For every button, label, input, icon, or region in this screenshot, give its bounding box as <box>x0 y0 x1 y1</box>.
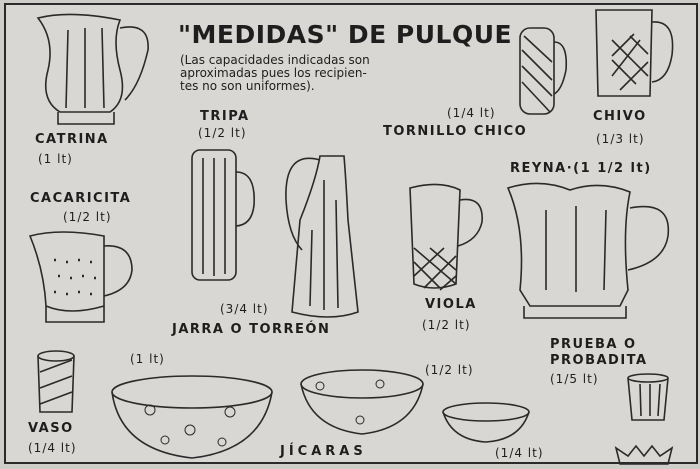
jicara-small-illustration <box>442 402 530 443</box>
tornillo-chico-illustration <box>519 27 568 115</box>
capacity-note: (Las capacidades indicadas son aproximad… <box>180 54 480 93</box>
tripa-label: TRIPA <box>200 109 250 124</box>
jicara-medium-illustration <box>300 369 424 435</box>
tripa-mug-illustration <box>191 149 255 281</box>
prueba-capacity: (1/5 lt) <box>550 372 599 386</box>
jicara-large-illustration <box>111 375 273 459</box>
reyna-pitcher-illustration <box>506 182 670 319</box>
page-frame <box>4 3 698 464</box>
viola-label: VIOLA <box>425 297 477 312</box>
note-line: tes no son uniformes). <box>180 79 315 93</box>
catrina-pitcher-illustration <box>36 13 149 125</box>
page-title: "MEDIDAS" DE PULQUE <box>178 20 513 49</box>
chivo-capacity: (1/3 lt) <box>596 132 645 146</box>
reyna-label: REYNA·(1 1/2 lt) <box>510 161 652 176</box>
chivo-label: CHIVO <box>593 109 647 124</box>
viola-pitcher-illustration <box>409 183 483 291</box>
tornillo-chico-label: TORNILLO CHICO <box>383 124 528 139</box>
jicara-medium-capacity: (1/2 lt) <box>425 363 474 377</box>
jarra-capacity: (3/4 lt) <box>220 302 269 316</box>
jarra-torreon-illustration <box>285 155 359 318</box>
tornillo-chico-capacity: (1/4 lt) <box>447 106 496 120</box>
jarra-torreon-label: JARRA O TORREÓN <box>172 322 331 337</box>
jicara-small-capacity: (1/4 lt) <box>495 446 544 460</box>
cacaricita-pitcher-illustration <box>28 231 133 323</box>
catrina-capacity: (1 lt) <box>38 152 73 166</box>
vaso-label: VASO <box>28 421 74 436</box>
probadita-label: PROBADITA <box>550 353 648 368</box>
vaso-glass-illustration <box>37 350 75 413</box>
note-line: (Las capacidades indicadas son <box>180 53 370 67</box>
jicaras-label: JÍCARAS <box>280 444 367 459</box>
cacaricita-capacity: (1/2 lt) <box>63 210 112 224</box>
vaso-capacity: (1/4 lt) <box>28 441 77 455</box>
tripa-capacity: (1/2 lt) <box>198 126 247 140</box>
prueba-label: PRUEBA O <box>550 337 637 352</box>
chivo-mug-illustration <box>595 9 674 97</box>
viola-capacity: (1/2 lt) <box>422 318 471 332</box>
jicara-large-capacity: (1 lt) <box>130 352 165 366</box>
cacaricita-label: CACARICITA <box>30 191 132 206</box>
catrina-label: CATRINA <box>35 132 109 147</box>
note-line: aproximadas pues los recipien- <box>180 66 367 80</box>
probadita-glass-illustration <box>627 373 669 421</box>
crown-logo <box>614 444 674 465</box>
